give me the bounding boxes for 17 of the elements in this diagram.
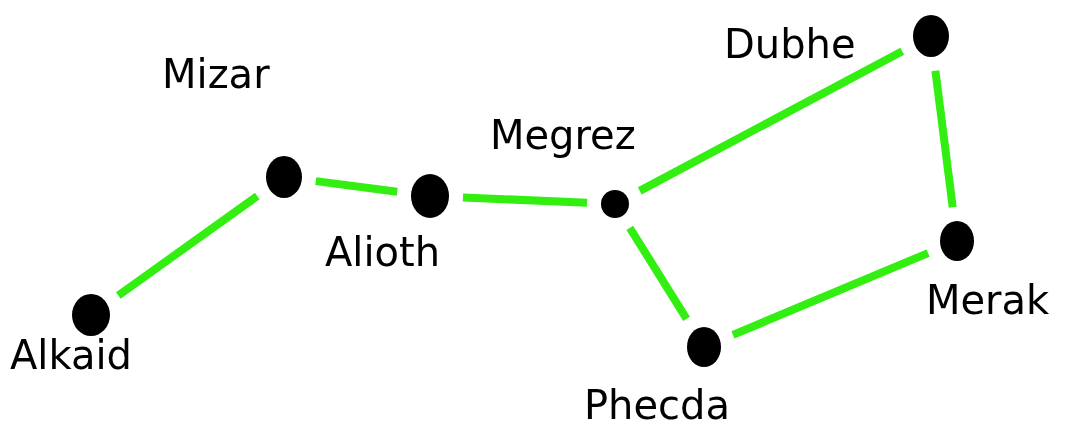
star-dot (913, 15, 949, 57)
star-name: Merak (926, 280, 1050, 320)
star-dot (411, 174, 449, 218)
constellation-line (116, 192, 260, 299)
constellation-line (731, 249, 930, 339)
star-dot (940, 221, 974, 261)
constellation-line (626, 225, 690, 322)
star-dot (687, 327, 721, 367)
star-name: Mizar (162, 54, 270, 94)
star-name: Phecda (584, 385, 730, 423)
star-name: Alkaid (10, 335, 132, 375)
constellation-line (637, 47, 905, 195)
star-name: Dubhe (724, 24, 856, 64)
star-dot (601, 190, 629, 218)
star-name: Alioth (325, 232, 441, 272)
star-dot (266, 156, 302, 198)
star-dot (72, 294, 110, 336)
